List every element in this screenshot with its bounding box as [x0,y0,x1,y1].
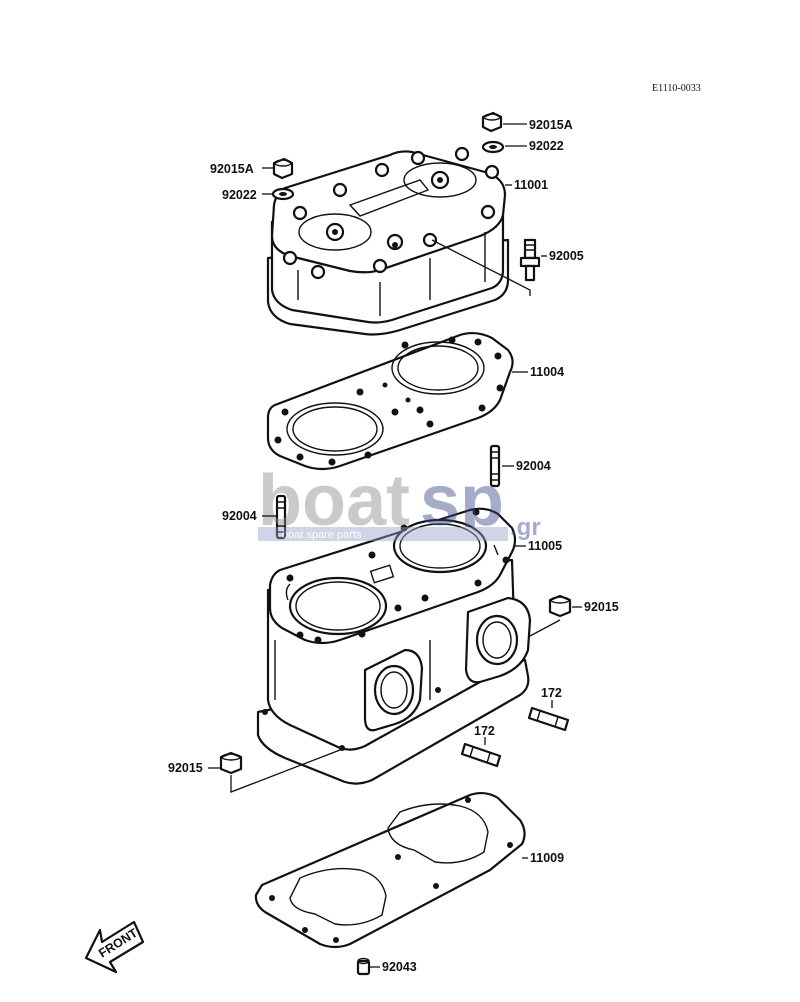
label-11004[interactable]: 11004 [530,365,564,379]
stud-172-b[interactable] [460,742,502,768]
nut-92015-left[interactable] [219,751,243,775]
head-gasket-part[interactable] [266,331,514,471]
label-92022-right[interactable]: 92022 [529,139,564,153]
stud-92004-right[interactable] [489,444,501,488]
label-92004-left[interactable]: 92004 [222,509,257,523]
label-172-a[interactable]: 172 [541,686,562,700]
nut-92015-right[interactable] [548,594,572,618]
fitting-92005[interactable] [519,238,541,282]
cylinder-head-part[interactable] [266,146,510,336]
label-11001[interactable]: 11001 [514,178,548,192]
dowel-pin-92043[interactable] [356,957,371,976]
label-172-b[interactable]: 172 [474,724,495,738]
watermark: boat sp .gr boat spare parts [258,461,541,541]
washer-92022-left[interactable] [271,187,295,201]
label-92005[interactable]: 92005 [549,249,584,263]
label-92015-right[interactable]: 92015 [584,600,619,614]
label-11005[interactable]: 11005 [528,539,562,553]
base-gasket-part[interactable] [254,791,526,949]
nut-92015a-right[interactable] [481,111,503,133]
label-92022-left[interactable]: 92022 [222,188,257,202]
watermark-tld: .gr [510,514,541,541]
watermark-brand-a: boat [258,461,410,541]
label-92043[interactable]: 92043 [382,960,417,974]
diagram-code: E1110-0033 [652,83,701,94]
part-labels: 92015A 92022 11001 92015A 92022 92005 11… [168,118,619,974]
stud-172-a[interactable] [527,706,570,732]
nut-92015a-left[interactable] [272,157,294,180]
cylinder-block-part[interactable] [256,507,532,785]
label-11009[interactable]: 11009 [530,851,564,865]
label-92015a-left[interactable]: 92015A [210,162,254,176]
label-92004-right[interactable]: 92004 [516,459,551,473]
stud-92004-left[interactable] [275,494,287,540]
label-92015-left[interactable]: 92015 [168,761,203,775]
watermark-brand-b: sp [420,461,504,541]
washer-92022-right[interactable] [481,140,505,154]
front-direction-arrow: FRONT [84,920,145,974]
watermark-tagline: boat spare parts [282,529,362,541]
label-92015a-right[interactable]: 92015A [529,118,573,132]
